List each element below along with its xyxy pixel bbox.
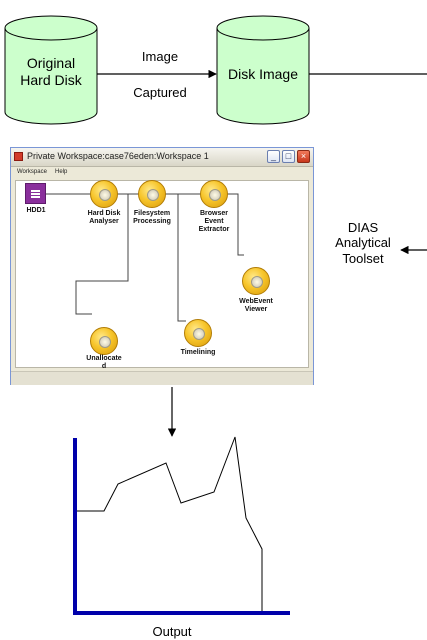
- label-original-hard-disk: Original Hard Disk: [20, 55, 82, 88]
- app-icon: [14, 152, 23, 161]
- web-event-viewer-gear-icon[interactable]: [242, 267, 270, 295]
- menubar: Workspace Help: [11, 167, 313, 178]
- minimize-button[interactable]: _: [267, 150, 280, 163]
- node-label-hdd1: HDD1: [26, 207, 46, 214]
- menu-help[interactable]: Help: [55, 169, 68, 175]
- menu-workspace[interactable]: Workspace: [17, 169, 47, 175]
- label-disk-image: Disk Image: [227, 66, 299, 82]
- edge-label-image: Image: [141, 49, 179, 64]
- node-label-filesystem-processing: Filesystem Processing: [133, 210, 171, 226]
- filesystem-processing-gear-icon[interactable]: [138, 180, 166, 208]
- unallocated-gear-icon[interactable]: [90, 327, 118, 355]
- timelining-gear-icon[interactable]: [184, 319, 212, 347]
- workspace-window: Private Workspace:case76eden:Workspace 1…: [10, 147, 314, 385]
- cylinder-original-hard-disk: [4, 15, 98, 125]
- node-label-timelining: Timelining: [180, 349, 216, 356]
- node-label-browser-event-extractor: Browser Event Extractor: [198, 210, 230, 234]
- node-label-unallocated: Unallocate d: [86, 355, 122, 371]
- maximize-button[interactable]: □: [282, 150, 295, 163]
- window-titlebar[interactable]: Private Workspace:case76eden:Workspace 1…: [11, 148, 313, 167]
- node-label-hard-disk-analyser: Hard Disk Analyser: [87, 210, 121, 226]
- close-button[interactable]: ×: [297, 150, 310, 163]
- browser-event-extractor-gear-icon[interactable]: [200, 180, 228, 208]
- workflow-connectors: [41, 193, 244, 322]
- label-output: Output: [152, 624, 192, 639]
- edge-label-captured: Captured: [133, 85, 187, 100]
- hard-disk-analyser-gear-icon[interactable]: [90, 180, 118, 208]
- chart-line: [77, 436, 263, 611]
- window-title: Private Workspace:case76eden:Workspace 1: [27, 151, 209, 161]
- hdd-node-icon[interactable]: [25, 183, 46, 204]
- workflow-canvas: HDD1 Hard Disk Analyser Filesystem Proce…: [15, 180, 309, 371]
- output-chart: [73, 436, 290, 615]
- cylinder-disk-image: [216, 15, 310, 125]
- node-label-web-event-viewer: WebEvent Viewer: [239, 298, 273, 314]
- label-dias-toolset: DIAS Analytical Toolset: [335, 220, 391, 266]
- window-statusbar: [11, 371, 313, 385]
